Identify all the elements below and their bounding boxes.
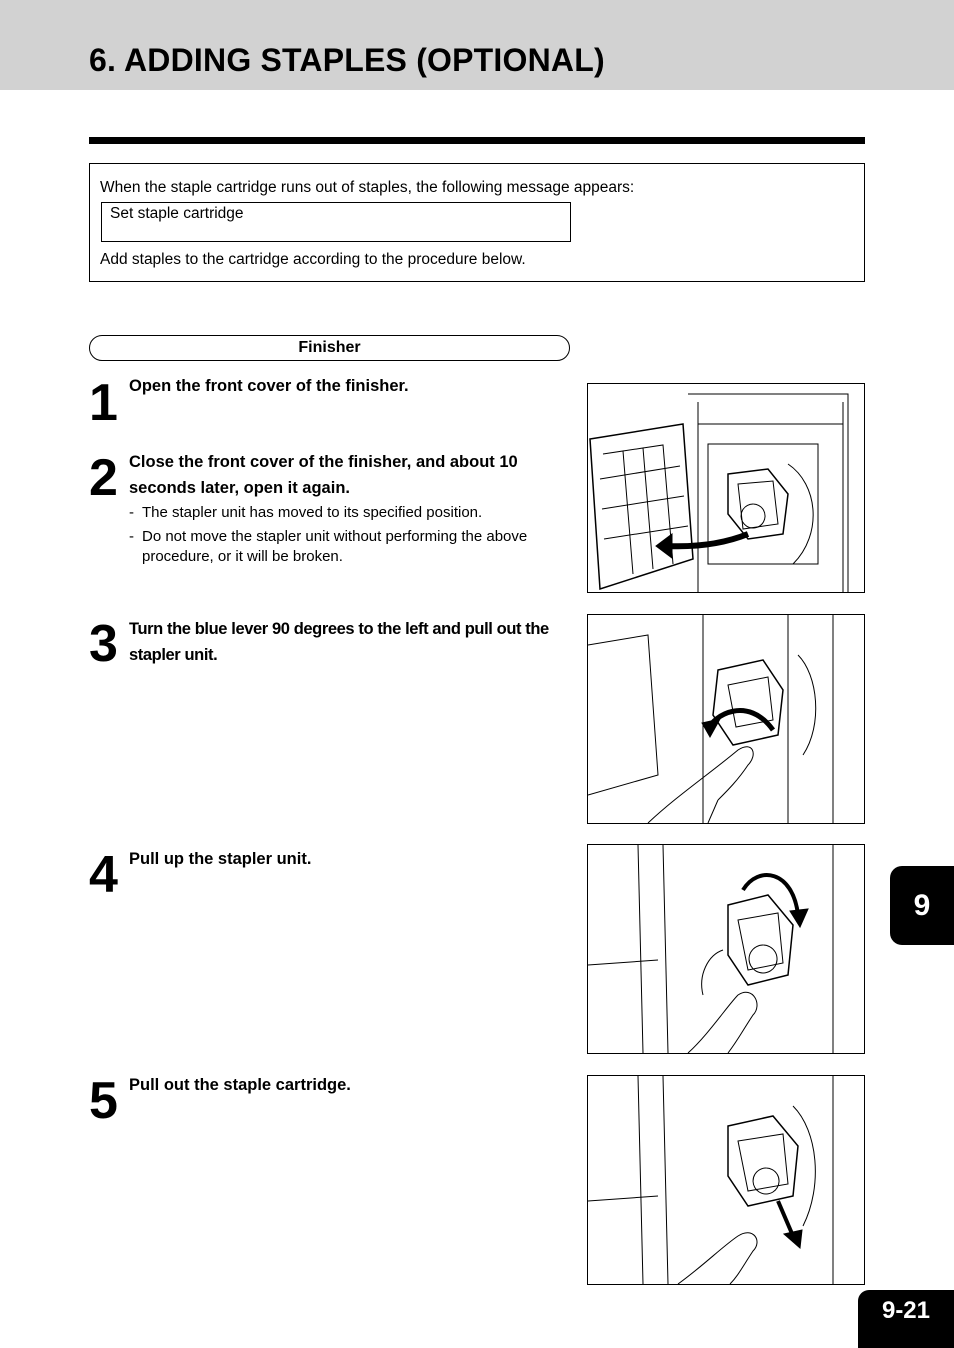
step-number: 4 <box>89 846 118 904</box>
step-notes: -The stapler unit has moved to its speci… <box>129 503 572 571</box>
notice-intro: When the staple cartridge runs out of st… <box>100 179 635 196</box>
step-instruction: Pull up the stapler unit. <box>129 850 312 868</box>
step-number: 3 <box>89 615 118 673</box>
display-message: Set staple cartridge <box>110 205 244 222</box>
section-label-finisher: Finisher <box>89 335 570 361</box>
header-band <box>0 0 954 90</box>
display-message-box: Set staple cartridge <box>101 202 571 242</box>
illustration-pull-up-unit <box>587 844 865 1054</box>
step-instruction: Open the front cover of the finisher. <box>129 377 409 395</box>
chapter-tab: 9 <box>890 866 954 945</box>
step-instruction: Pull out the staple cartridge. <box>129 1076 351 1094</box>
notice-outro: Add staples to the cartridge according t… <box>100 251 526 268</box>
step-number: 5 <box>89 1072 118 1130</box>
page-title: 6. ADDING STAPLES (OPTIONAL) <box>89 42 605 78</box>
step-instruction: Close the front cover of the finisher, a… <box>129 453 518 497</box>
note-item: -Do not move the stapler unit without pe… <box>129 528 528 565</box>
illustration-open-cover <box>587 383 865 593</box>
illustration-pull-out-cartridge <box>587 1075 865 1285</box>
notice-box: When the staple cartridge runs out of st… <box>89 163 865 282</box>
title-rule <box>89 137 865 144</box>
page-number: 9-21 <box>858 1290 954 1348</box>
step-number: 2 <box>89 449 118 507</box>
step-number: 1 <box>89 374 118 432</box>
note-item: -The stapler unit has moved to its speci… <box>129 504 483 521</box>
step-instruction: Turn the blue lever 90 degrees to the le… <box>129 620 549 664</box>
illustration-turn-lever <box>587 614 865 824</box>
